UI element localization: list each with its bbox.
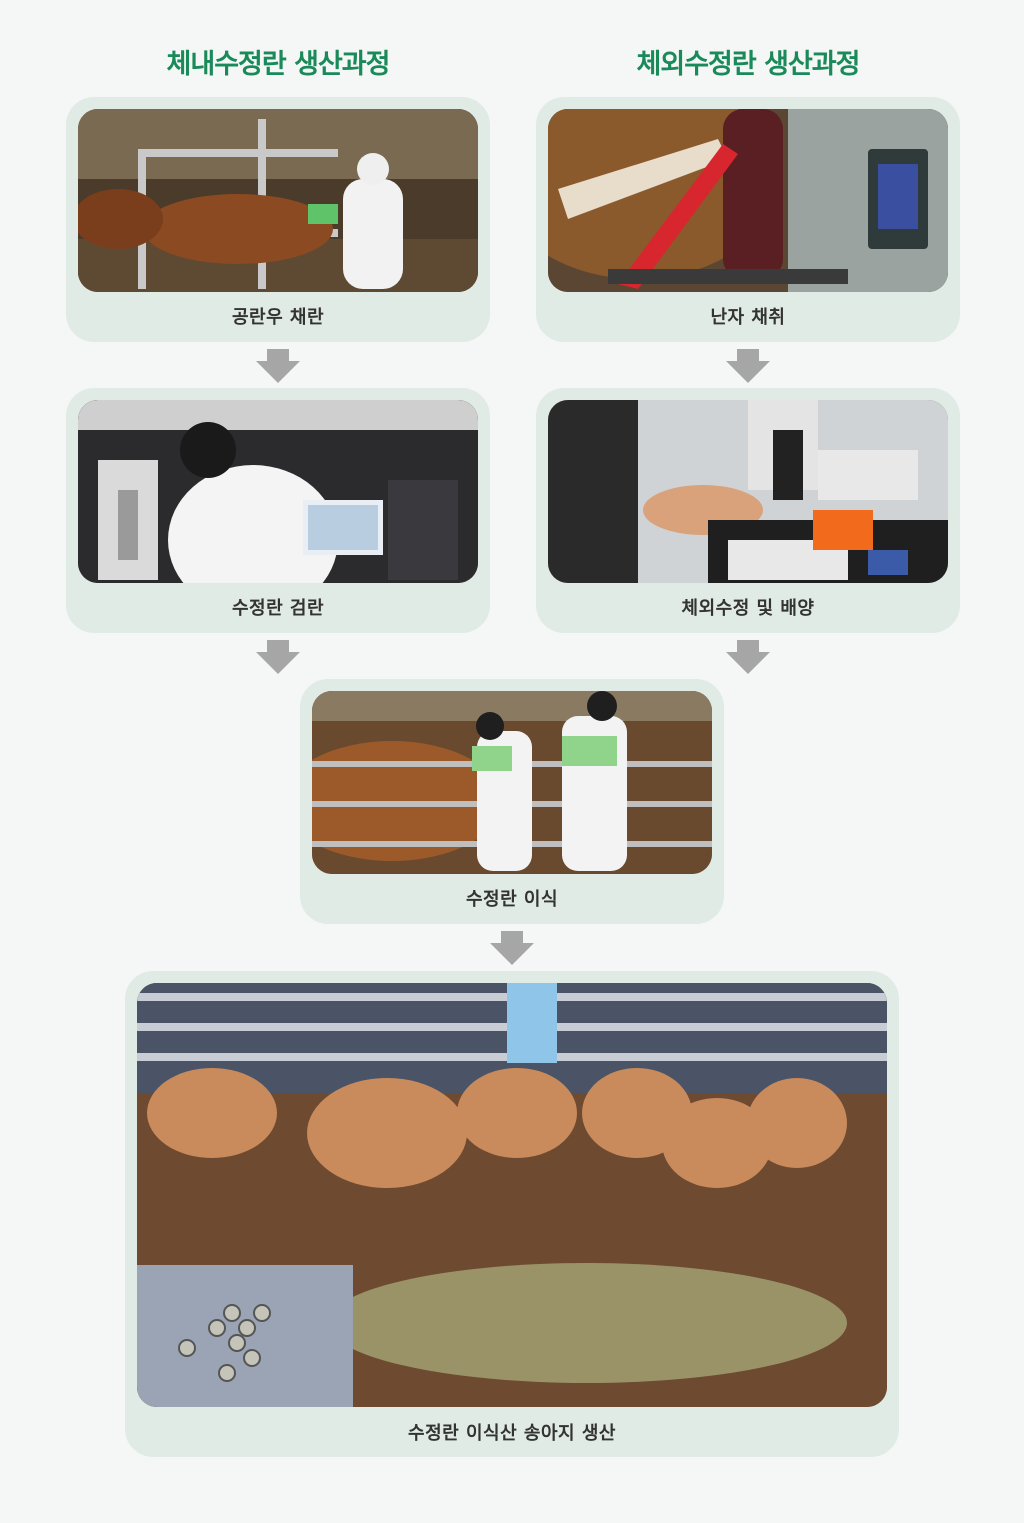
oocyte-retrieval-photo bbox=[548, 109, 948, 292]
step-label-inspection: 수정란 검란 bbox=[231, 598, 325, 619]
arrow-down-icon bbox=[490, 931, 534, 965]
in-vitro-title: 체외수정란 생산과정 bbox=[636, 49, 861, 80]
step-label-ivf: 체외수정 및 배양 bbox=[681, 598, 815, 619]
step-label-transfer: 수정란 이식 bbox=[465, 889, 559, 910]
step-label-collection: 공란우 채란 bbox=[231, 307, 325, 328]
card-embryo-inspection: 수정란 검란 bbox=[66, 388, 490, 633]
calves-photo bbox=[137, 983, 887, 1407]
step-label-calves: 수정란 이식산 송아지 생산 bbox=[408, 1423, 616, 1444]
arrow-down-icon bbox=[256, 349, 300, 383]
ivf-culture-photo bbox=[548, 400, 948, 583]
card-embryo-collection: 공란우 채란 bbox=[66, 97, 490, 342]
step-label-oocyte: 난자 채취 bbox=[710, 307, 786, 328]
embryo-inspection-photo bbox=[78, 400, 478, 583]
arrow-down-icon bbox=[726, 640, 770, 674]
embryo-transfer-photo bbox=[312, 691, 712, 874]
arrow-down-icon bbox=[256, 640, 300, 674]
arrow-down-icon bbox=[726, 349, 770, 383]
embryo-collection-photo bbox=[78, 109, 478, 292]
in-vivo-title: 체내수정란 생산과정 bbox=[166, 49, 391, 80]
card-ivf-culture: 체외수정 및 배양 bbox=[536, 388, 960, 633]
card-calf-production: 수정란 이식산 송아지 생산 bbox=[125, 971, 899, 1457]
card-oocyte-retrieval: 난자 채취 bbox=[536, 97, 960, 342]
card-embryo-transfer: 수정란 이식 bbox=[300, 679, 724, 924]
